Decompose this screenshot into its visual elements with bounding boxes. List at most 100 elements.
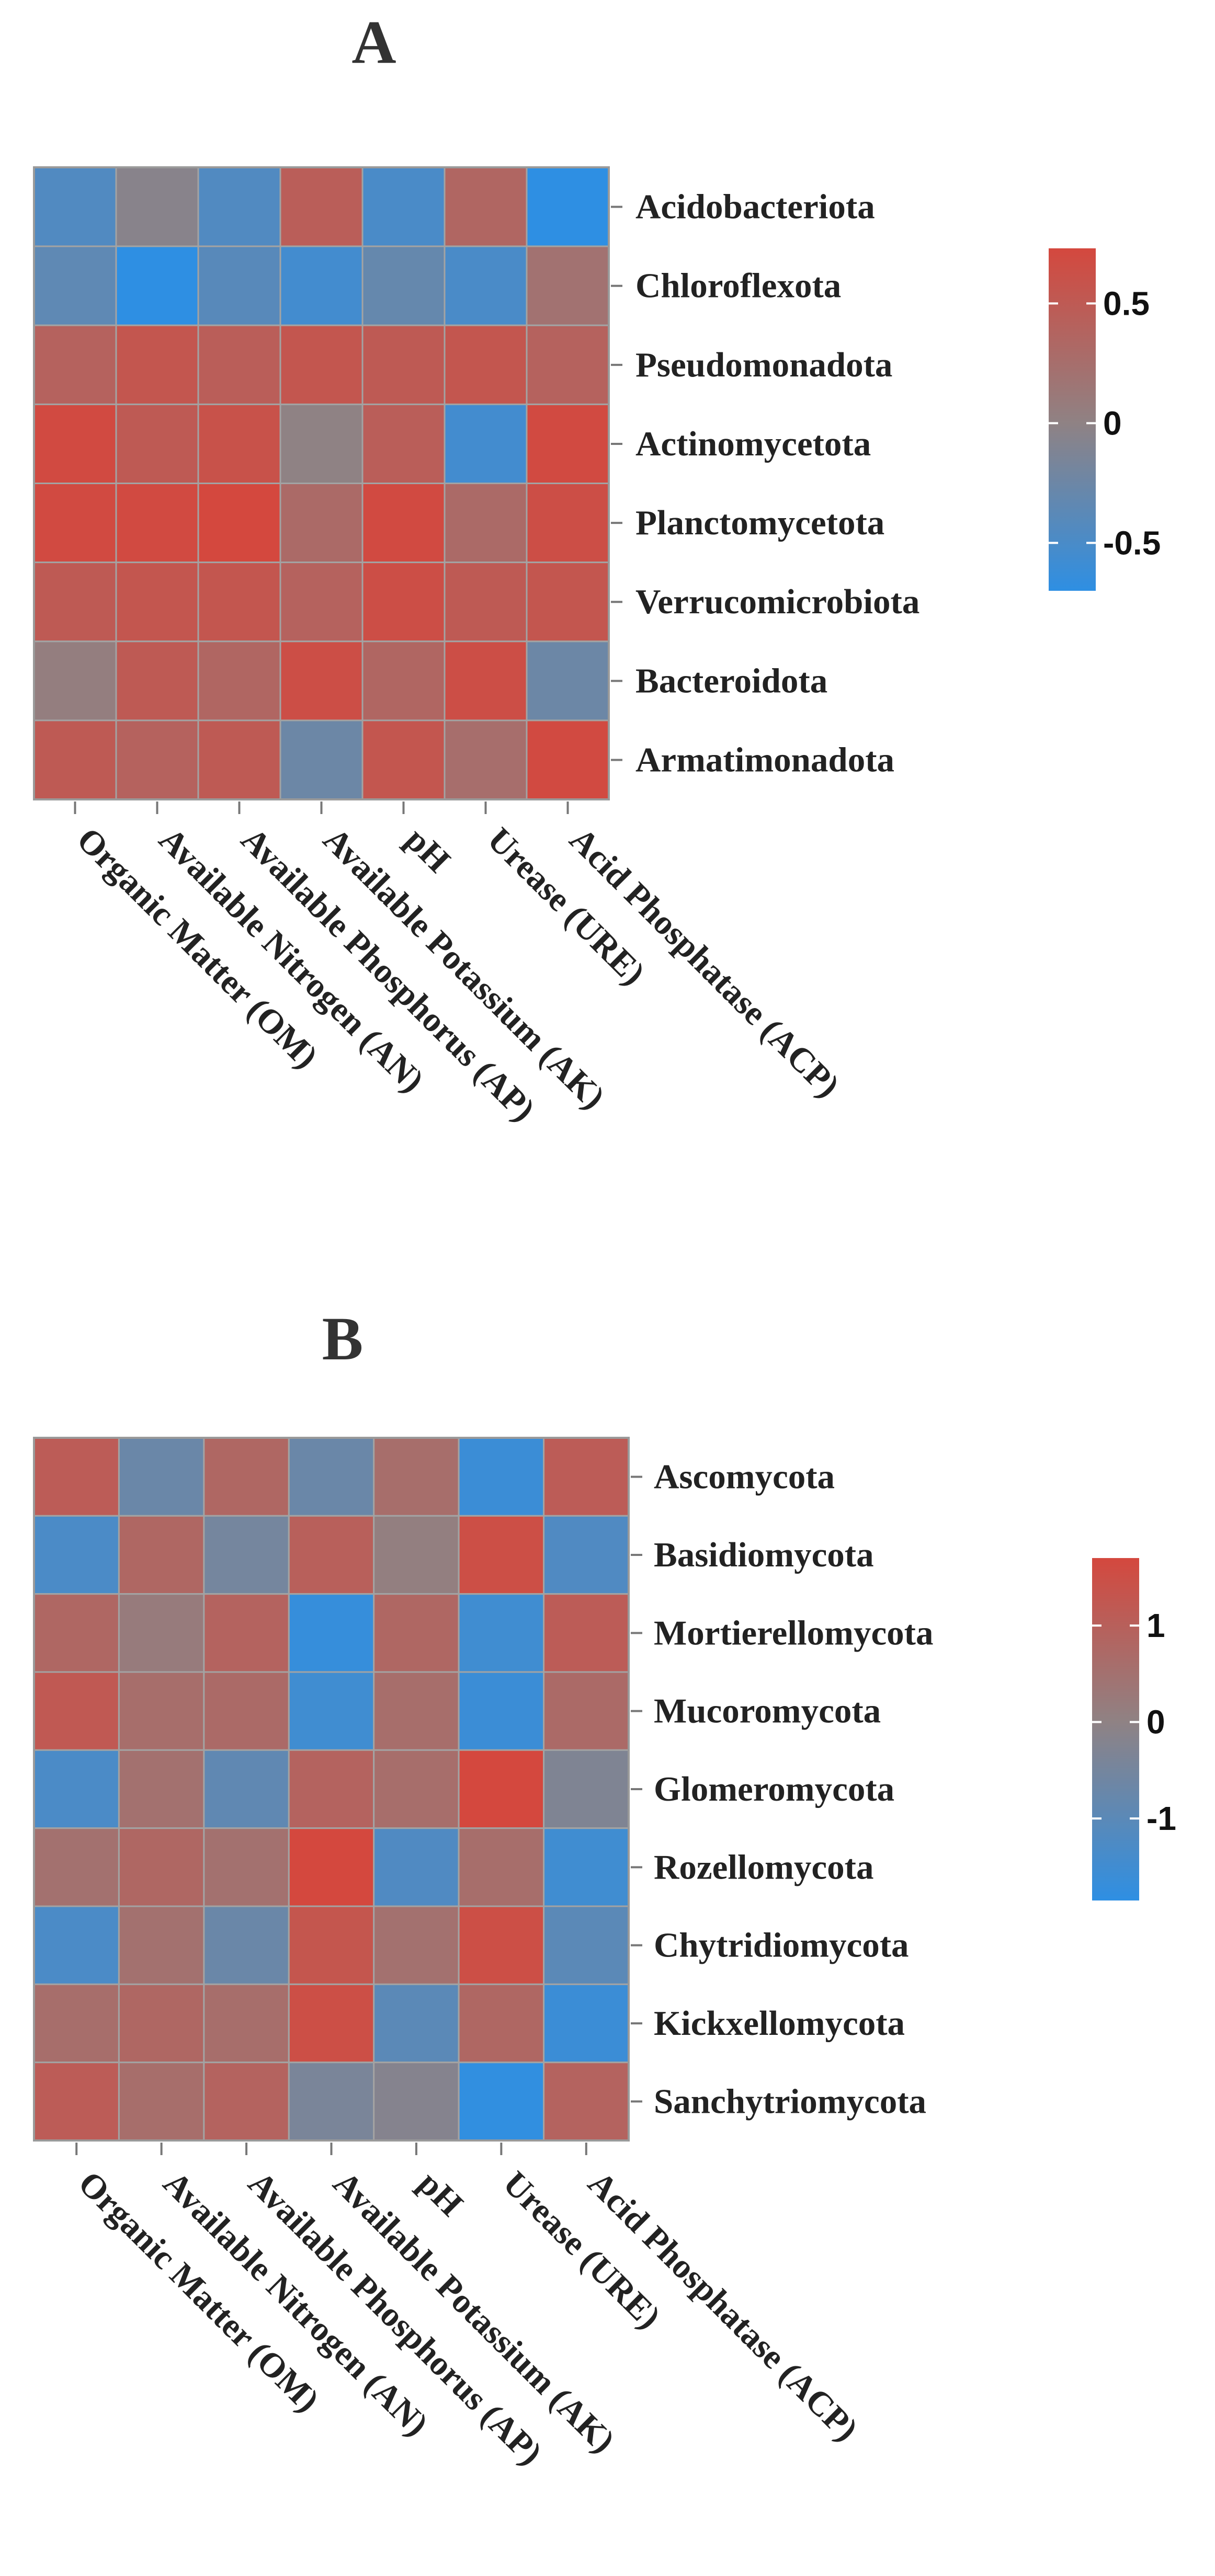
heatmap-cell [279, 562, 364, 643]
heatmap-cell [279, 324, 364, 405]
heatmap-cell [33, 1593, 120, 1673]
row-label: Chloroflexota [635, 267, 841, 305]
heatmap-cell [33, 1515, 120, 1595]
heatmap-cell [288, 1671, 375, 1751]
heatmap-cell [444, 640, 528, 722]
panel-a-col-labels: Organic Matter (OM) Available Nitrogen (… [70, 820, 847, 1129]
heatmap-cell [33, 2062, 120, 2142]
panel-b-col-labels: Organic Matter (OM) Available Nitrogen (… [71, 2164, 866, 2472]
colorbar-ticks [1049, 302, 1096, 544]
heatmap-cell [373, 1749, 460, 1829]
heatmap-cell [197, 245, 281, 326]
heatmap-cell [288, 1515, 375, 1595]
row-label: Rozellomycota [654, 1848, 873, 1886]
heatmap-cell [288, 1593, 375, 1673]
col-label: pH [398, 820, 458, 880]
heatmap-cell [33, 640, 117, 722]
heatmap-cell [373, 1593, 460, 1673]
heatmap-cell [118, 1827, 205, 1907]
heatmap-cell [543, 1515, 630, 1595]
panel-b-col-ticks [75, 2143, 587, 2155]
row-label: Pseudomonadota [635, 346, 892, 384]
panel-b-letter: B [322, 1304, 364, 1373]
heatmap-cell [279, 166, 364, 247]
heatmap-cell [373, 1905, 460, 1985]
panel-b-colorbar: -1 0 1 [1092, 1558, 1176, 1900]
heatmap-cell [288, 1905, 375, 1985]
heatmap-cell [197, 719, 281, 800]
heatmap-cell [458, 1593, 544, 1673]
heatmap-cell [33, 1749, 120, 1829]
heatmap-cell [373, 2062, 460, 2142]
heatmap-cell [279, 640, 364, 722]
heatmap-cell [543, 1593, 630, 1673]
panel-b-row-labels: Ascomycota Basidiomycota Mortierellomyco… [654, 1458, 934, 2121]
colorbar-tick-label: -0.5 [1103, 524, 1161, 562]
heatmap-cell [203, 1515, 290, 1595]
heatmap-cell [203, 1437, 290, 1517]
heatmap-cell [526, 403, 610, 485]
heatmap-cell [444, 166, 528, 247]
panel-b-row-ticks [631, 1475, 642, 2103]
row-label: Chytridiomycota [654, 1926, 909, 1965]
heatmap-cell [288, 1437, 375, 1517]
heatmap-cell [373, 1983, 460, 2064]
heatmap-cell [115, 483, 199, 564]
row-label: Ascomycota [654, 1458, 835, 1496]
heatmap-cell [197, 403, 281, 485]
panel-a-colorbar: -0.5 0 0.5 [1049, 248, 1161, 591]
heatmap-cell [543, 1905, 630, 1985]
row-label: Bacteroidota [635, 661, 827, 700]
heatmap-cell [373, 1827, 460, 1907]
row-label: Basidiomycota [654, 1536, 874, 1574]
heatmap-cell [197, 483, 281, 564]
heatmap-cell [361, 562, 446, 643]
heatmap-cell [373, 1671, 460, 1751]
heatmap-cell [526, 562, 610, 643]
row-label: Sanchytriomycota [654, 2082, 926, 2121]
heatmap-cell [526, 245, 610, 326]
heatmap-cell [33, 1437, 120, 1517]
heatmap-cell [444, 245, 528, 326]
panel-a-row-labels: Acidobacteriota Chloroflexota Pseudomona… [635, 188, 919, 780]
heatmap-cell [279, 245, 364, 326]
heatmap-cell [33, 1671, 120, 1751]
heatmap-cell [373, 1515, 460, 1595]
colorbar-tick-label: 0 [1146, 1703, 1165, 1741]
panel-b: B Ascomycota Basidiomycota Mortierellomy… [33, 1304, 1176, 2472]
heatmap-cell [33, 483, 117, 564]
heatmap-cell [543, 1671, 630, 1751]
heatmap-cell [373, 1437, 460, 1517]
heatmap-cell [203, 1671, 290, 1751]
row-label: Acidobacteriota [635, 188, 875, 226]
panel-b-frame [33, 1437, 630, 2142]
colorbar-tick-labels: -1 0 1 [1146, 1607, 1176, 1837]
heatmap-cell [33, 1905, 120, 1985]
heatmap-cell [118, 1671, 205, 1751]
row-label: Planctomycetota [635, 503, 884, 542]
heatmap-cell [444, 483, 528, 564]
heatmap-cell [288, 1827, 375, 1907]
panel-a-letter: A [351, 8, 396, 76]
heatmap-cell [203, 1827, 290, 1907]
heatmap-cell [444, 324, 528, 405]
heatmap-cell [118, 1515, 205, 1595]
heatmap-cell [33, 166, 117, 247]
row-label: Glomeromycota [654, 1770, 894, 1808]
heatmap-cell [543, 2062, 630, 2142]
heatmap-cell [458, 1749, 544, 1829]
heatmap-cell [115, 166, 199, 247]
heatmap-cell [543, 1827, 630, 1907]
colorbar-ticks [1092, 1624, 1139, 1820]
heatmap-cell [543, 1437, 630, 1517]
row-label: Mortierellomycota [654, 1613, 934, 1652]
col-label: pH [411, 2164, 470, 2224]
panel-b-cells [33, 1437, 630, 2142]
colorbar-tick-label: 0 [1103, 404, 1122, 442]
heatmap-cell [458, 1437, 544, 1517]
panel-a-row-ticks [611, 205, 622, 761]
heatmap-cell [203, 1749, 290, 1829]
heatmap-cell [115, 640, 199, 722]
row-label: Verrucomicrobiota [635, 582, 919, 621]
